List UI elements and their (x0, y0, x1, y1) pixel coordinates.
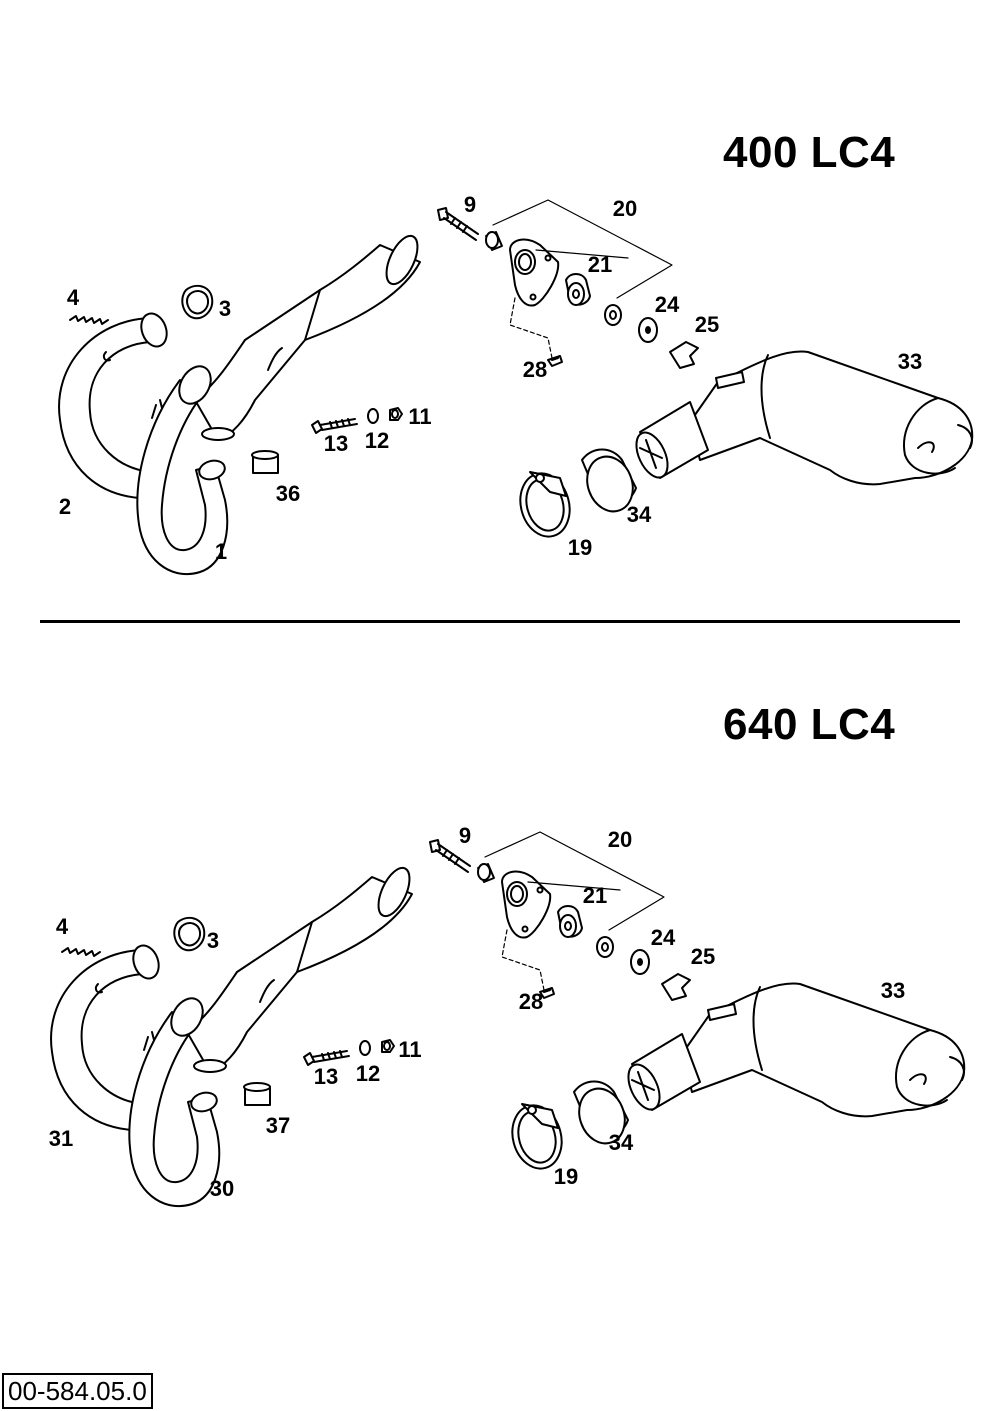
label-part-2: 2 (58, 494, 72, 519)
label-part-34-b: 34 (608, 1130, 634, 1155)
label-part-20-b: 20 (607, 827, 633, 852)
label-part-24-b: 24 (650, 925, 676, 950)
label-part-3-b: 3 (206, 928, 220, 953)
label-part-21: 21 (587, 252, 613, 277)
label-part-9: 9 (463, 192, 477, 217)
label-part-33-b: 33 (880, 978, 906, 1003)
section-divider (40, 620, 960, 623)
section-title-400lc4: 400 LC4 (723, 128, 896, 177)
label-part-34: 34 (626, 502, 652, 527)
label-part-28: 28 (522, 357, 548, 382)
label-part-11: 11 (408, 404, 432, 429)
label-part-24: 24 (654, 292, 680, 317)
label-part-1: 1 (214, 539, 228, 564)
label-part-30: 30 (209, 1176, 235, 1201)
label-part-4: 4 (66, 285, 80, 310)
label-part-25-b: 25 (690, 944, 716, 969)
label-part-25: 25 (694, 312, 720, 337)
label-part-33: 33 (897, 349, 923, 374)
label-part-37: 37 (265, 1113, 291, 1138)
label-part-13-b: 13 (313, 1064, 339, 1089)
label-part-9-b: 9 (458, 823, 472, 848)
drawing-code: 00-584.05.0 (2, 1373, 153, 1409)
label-part-20: 20 (612, 196, 638, 221)
label-part-4-b: 4 (55, 914, 69, 939)
assembly-400lc4 (58, 199, 974, 576)
label-part-19: 19 (567, 535, 593, 560)
label-part-11-b: 11 (398, 1037, 422, 1062)
label-part-3: 3 (218, 296, 232, 321)
label-part-13: 13 (323, 431, 349, 456)
label-part-12-b: 12 (355, 1061, 381, 1086)
label-part-28-b: 28 (518, 989, 544, 1014)
label-part-21-b: 21 (582, 883, 608, 908)
assembly-640lc4 (50, 831, 966, 1208)
label-part-31: 31 (48, 1126, 74, 1151)
label-part-19-b: 19 (553, 1164, 579, 1189)
label-part-12: 12 (364, 428, 390, 453)
label-part-36: 36 (275, 481, 301, 506)
section-title-640lc4: 640 LC4 (723, 700, 896, 749)
